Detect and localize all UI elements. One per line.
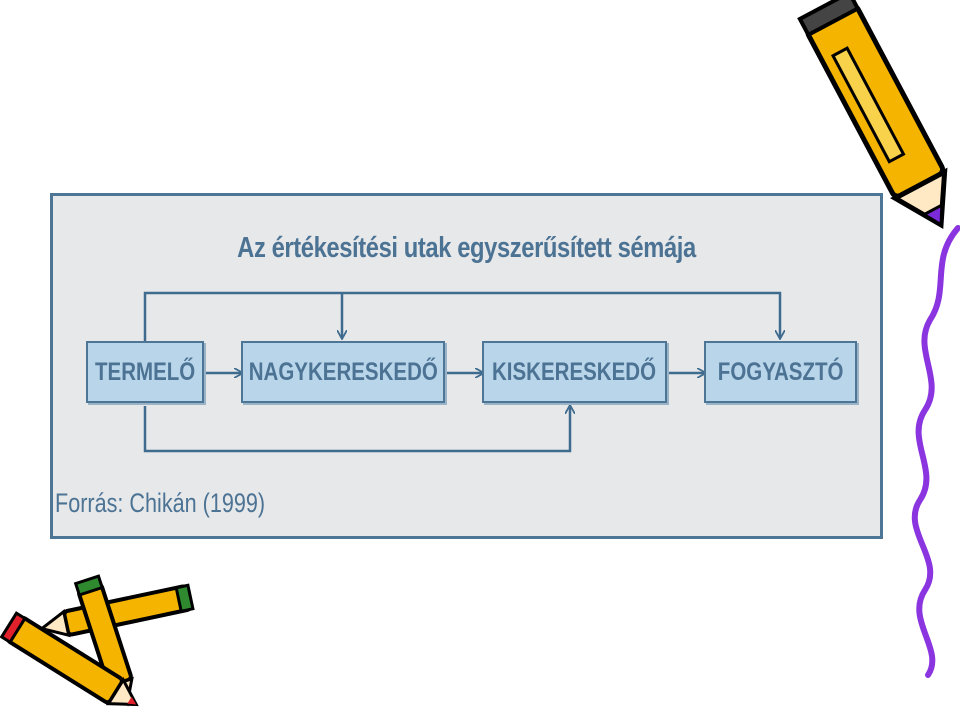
node-label: NAGYKERESKEDŐ xyxy=(248,357,438,386)
diagram-panel: Az értékesítési utak egyszerűsített sémá… xyxy=(50,193,883,539)
node-fogyaszto: FOGYASZTÓ xyxy=(704,341,857,403)
node-kiskereskedo: KISKERESKEDŐ xyxy=(482,341,667,403)
edge-bottom-route xyxy=(143,406,570,453)
node-label: TERMELŐ xyxy=(94,357,196,386)
edge-top-route xyxy=(143,291,780,341)
node-nagykereskedo: NAGYKERESKEDŐ xyxy=(241,341,445,403)
node-termelo: TERMELŐ xyxy=(86,341,204,403)
diagram-title: Az értékesítési utak egyszerűsített sémá… xyxy=(237,232,696,264)
connectors xyxy=(143,291,886,453)
node-label: KISKERESKEDŐ xyxy=(492,357,657,386)
node-label: FOGYASZTÓ xyxy=(717,357,844,386)
source-note: Forrás: Chikán (1999) xyxy=(55,488,266,518)
